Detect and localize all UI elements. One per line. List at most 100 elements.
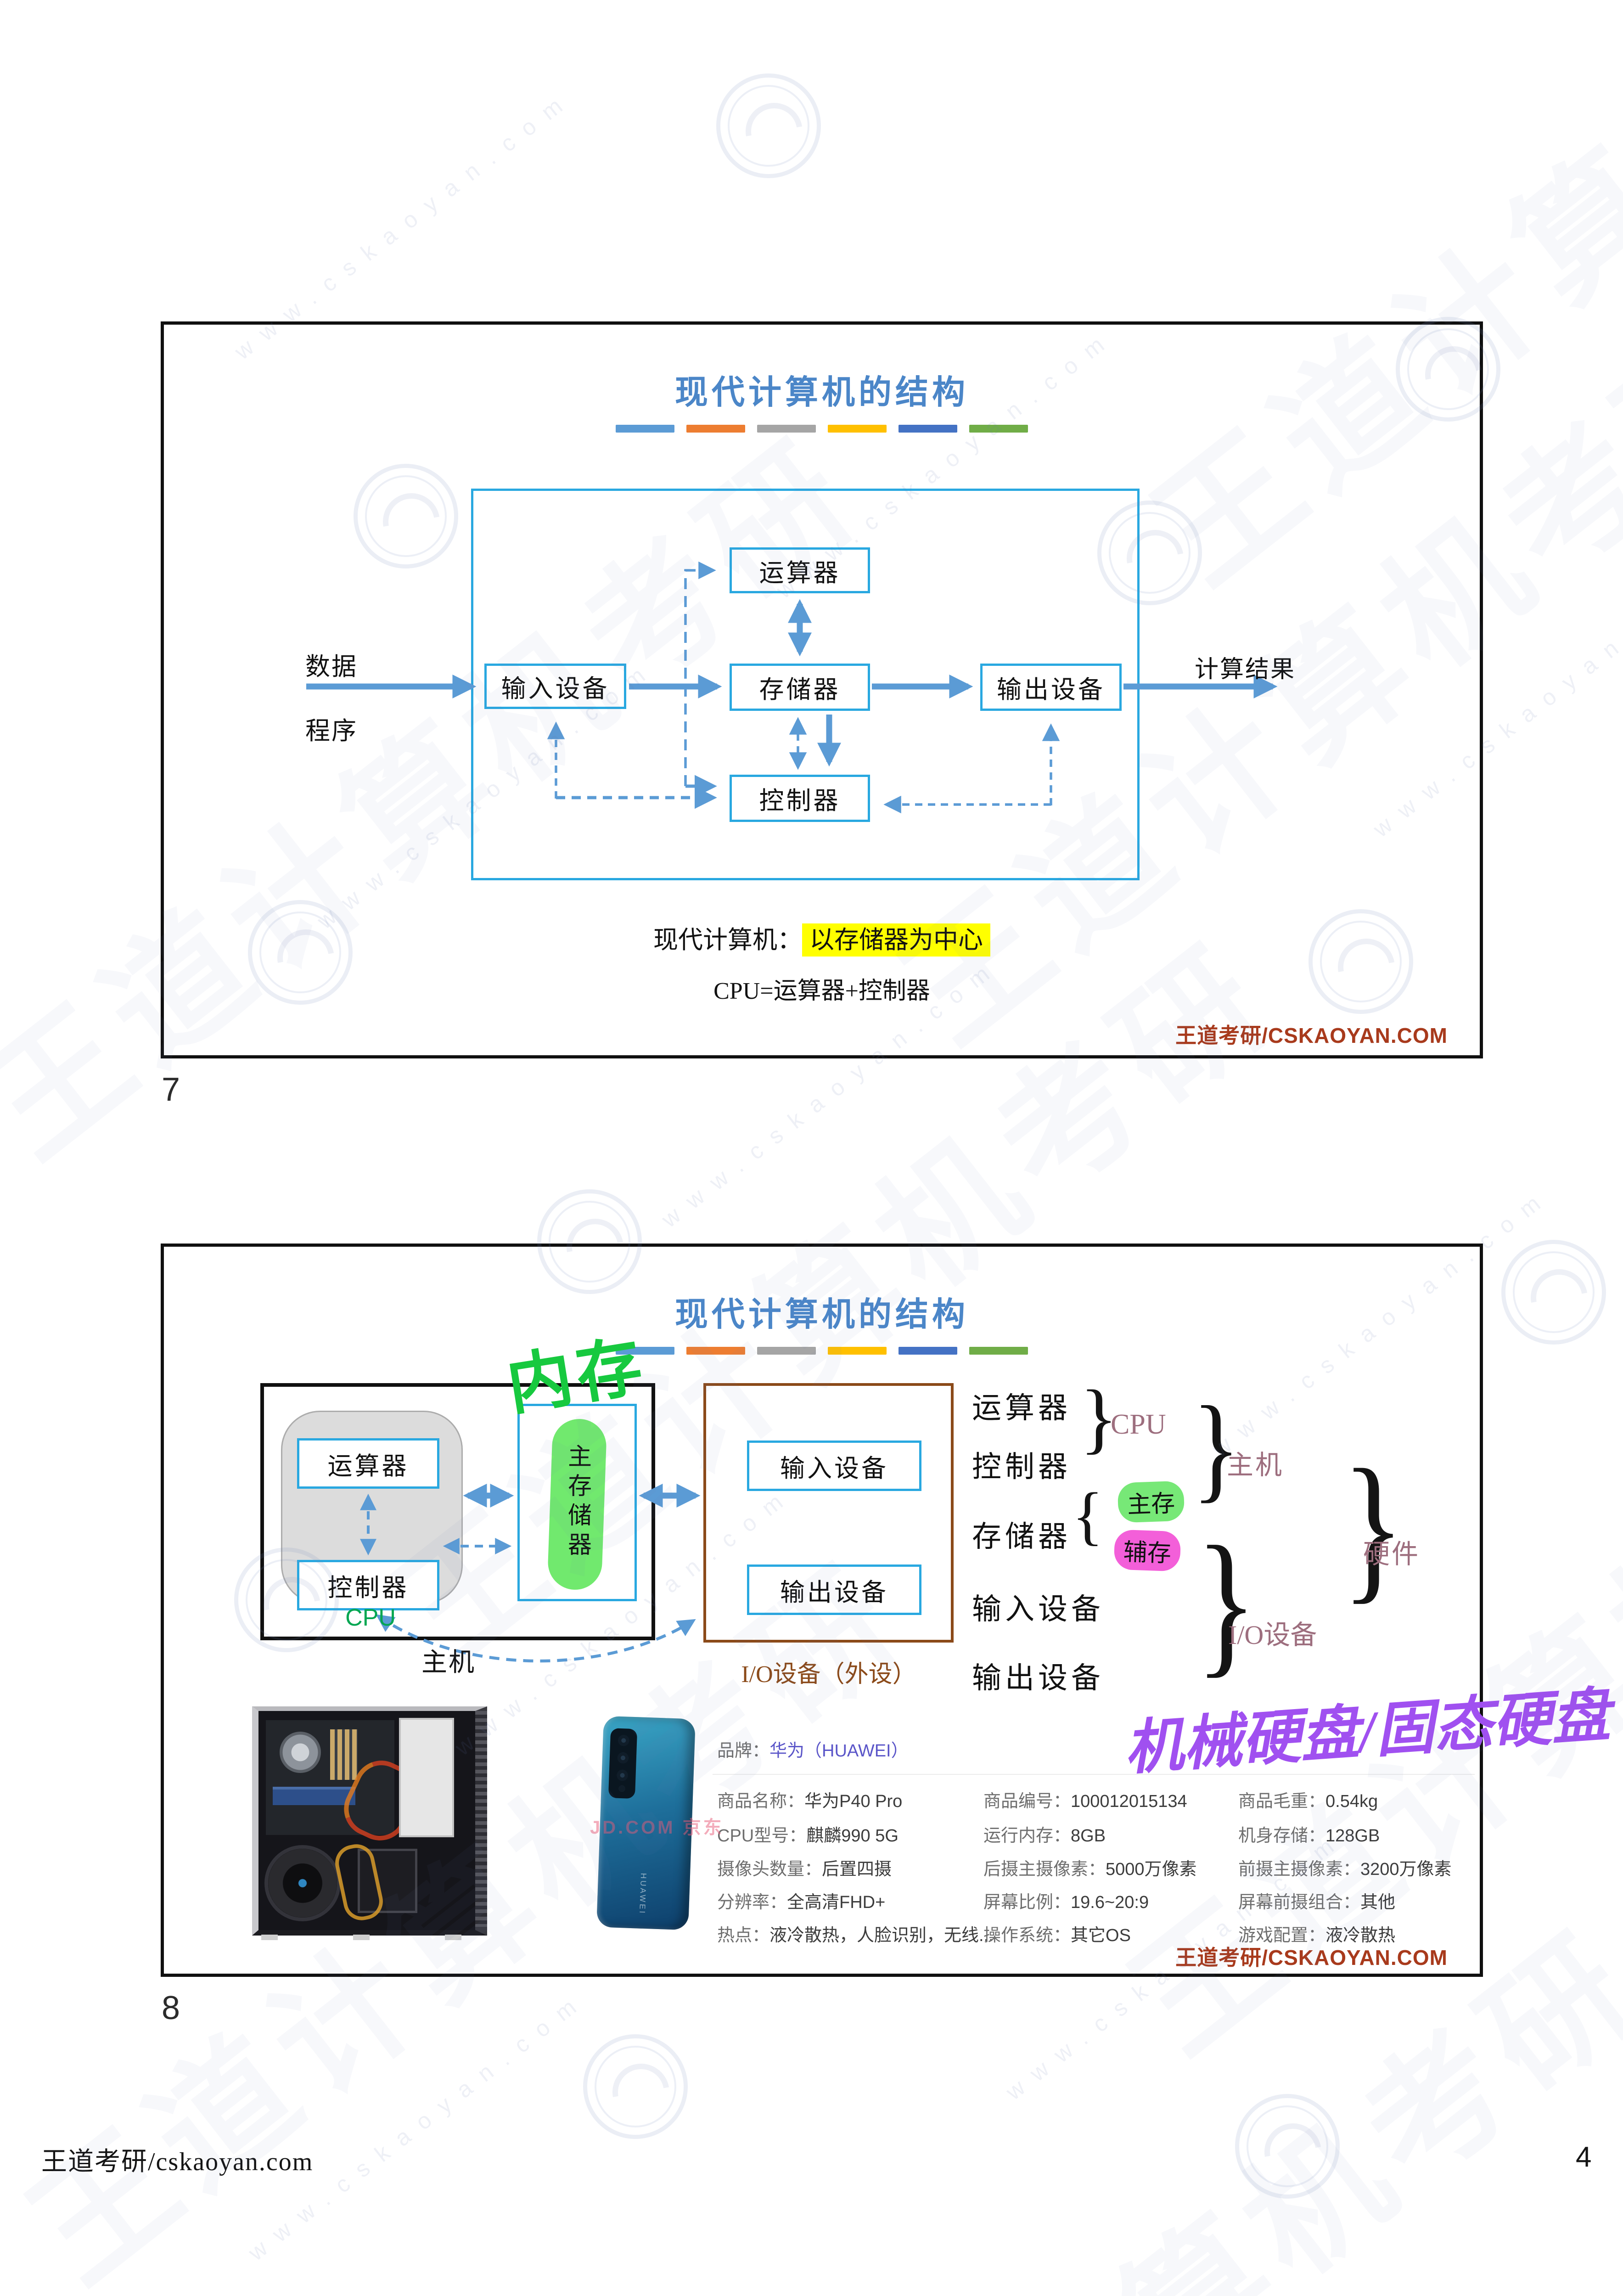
watermark-seal (716, 73, 821, 178)
tower-cpu-cooler (280, 1732, 321, 1773)
box-input-device: 输入设备 (747, 1441, 921, 1491)
brace-cpu: } (1080, 1374, 1118, 1462)
box-output-label: 输出设备 (780, 1578, 888, 1606)
label-result: 计算结果 (1194, 657, 1296, 683)
spec-cell: 后摄主摄像素：5000万像素 (983, 1860, 1197, 1879)
box-control-unit: 控制器 (297, 1560, 439, 1610)
watermark-url: www.cskaoyan.com (243, 1986, 592, 2266)
bar-orange (686, 1347, 745, 1355)
spec-cell: 商品名称：华为P40 Pro (717, 1792, 903, 1811)
io-boundary-box (703, 1383, 954, 1643)
cpu-formula: CPU=运算器+控制器 (713, 978, 930, 1004)
spec-cell: 摄像头数量：后置四摄 (717, 1860, 892, 1879)
box-control-unit: 控制器 (730, 775, 870, 822)
spec-cell: 热点：液冷散热，人脸识别，无线... (717, 1926, 994, 1945)
bar-gray (757, 425, 816, 433)
arrow-cu-io-curved-dashed (376, 1614, 696, 1663)
hier-cpu-label: CPU (1111, 1409, 1166, 1440)
bar-yellow (828, 1347, 887, 1355)
tower-gpu (273, 1787, 355, 1805)
slide-8: 现代计算机的结构 内存 运算器 控制器 主存储器 输入设备 输出设备 (161, 1244, 1612, 1977)
jd-watermark: JD.COM 京东 (590, 1818, 724, 1838)
hier-output: 输出设备 (972, 1662, 1104, 1694)
hier-cu: 控制器 (972, 1451, 1071, 1483)
box-alu-label: 运算器 (759, 559, 841, 587)
slide-brand: 王道考研/CSKAOYAN.COM (1175, 1024, 1448, 1047)
tower-psu (358, 1849, 417, 1913)
spec-cell: 屏幕前摄组合：其他 (1238, 1893, 1396, 1912)
bar-blue (616, 1347, 674, 1355)
box-input-label: 输入设备 (780, 1454, 888, 1482)
slide7-arrows (306, 561, 1278, 814)
bar-blue (616, 425, 674, 433)
spec-cell: CPU型号：麒麟990 5G (717, 1826, 899, 1846)
bar-orange (686, 425, 745, 433)
io-label: I/O设备（外设） (741, 1661, 916, 1688)
hier-input: 输入设备 (972, 1593, 1104, 1626)
hier-main-memory: 主存 (1117, 1480, 1185, 1523)
box-output-label: 输出设备 (997, 676, 1105, 703)
spec-cell: 商品毛重：0.54kg (1238, 1792, 1378, 1811)
label-program: 程序 (305, 717, 358, 745)
phone-camera-module (608, 1728, 638, 1799)
brand-label: 品牌： (717, 1741, 770, 1761)
box-cu-label: 控制器 (759, 787, 841, 815)
brace-io: } (1195, 1513, 1258, 1691)
footer-page-number: 4 (1576, 2141, 1592, 2173)
hier-alu: 运算器 (972, 1392, 1071, 1424)
spec-divider (713, 1774, 1475, 1775)
brace-host: } (1192, 1382, 1241, 1513)
title-underline-bars (616, 425, 1028, 433)
product-brand-row: 品牌：华为（HUAWEI） (717, 1736, 909, 1761)
slide8-title: 现代计算机的结构 (674, 1296, 969, 1333)
spec-cell: 运行内存：8GB (983, 1826, 1106, 1846)
computer-tower-photo (252, 1706, 487, 1940)
bar-darkblue (899, 1347, 957, 1355)
box-memory-label: 存储器 (759, 676, 841, 703)
watermark-seal (1501, 1240, 1606, 1345)
phone-brand-text: HUAWEI (638, 1873, 648, 1915)
cpu-group-label: CPU (345, 1604, 396, 1631)
bar-green (969, 1347, 1028, 1355)
box-alu: 运算器 (730, 547, 870, 593)
box-memory: 存储器 (730, 664, 870, 711)
box-alu: 运算器 (297, 1438, 439, 1489)
slide8-page-number: 8 (162, 1990, 180, 2026)
tower-vent (475, 1711, 487, 1927)
spec-cell: 分辨率：全高清FHD+ (717, 1893, 886, 1912)
spec-cell: 前摄主摄像素：3200万像素 (1238, 1860, 1452, 1879)
watermark-seal (1235, 2094, 1340, 2199)
spec-cell: 操作系统：其它OS (983, 1926, 1131, 1945)
box-input-device: 输入设备 (484, 664, 626, 709)
title-underline-bars (616, 1347, 1028, 1355)
label-data: 数据 (305, 653, 358, 681)
box-main-memory: 主存储器 (517, 1404, 637, 1601)
brace-memory: { (1072, 1479, 1104, 1552)
hier-memory: 存储器 (972, 1520, 1071, 1553)
bar-green (969, 425, 1028, 433)
spec-cell: 机身存储：128GB (1238, 1826, 1380, 1846)
slide-brand: 王道考研/CSKAOYAN.COM (1175, 1946, 1448, 1970)
spec-cell: 商品编号：100012015134 (983, 1792, 1187, 1811)
hier-host-label: 主机 (1227, 1450, 1284, 1480)
box-output-device: 输出设备 (980, 664, 1122, 711)
slide7-page-number: 7 (162, 1071, 180, 1108)
hier-hardware-label: 硬件 (1363, 1539, 1421, 1569)
spec-cell: 游戏配置：液冷散热 (1238, 1926, 1396, 1945)
hier-aux-memory: 辅存 (1113, 1529, 1181, 1572)
note-prefix: 现代计算机： (653, 926, 802, 954)
tower-ram (330, 1729, 358, 1780)
box-alu-label: 运算器 (327, 1452, 409, 1480)
host-boundary-box (260, 1383, 655, 1640)
control-line-to-alu (684, 561, 716, 786)
note-line: 现代计算机：以存储器为中心 (164, 919, 1480, 957)
brand-value: 华为（HUAWEI） (769, 1741, 909, 1761)
box-cu-label: 控制器 (327, 1574, 409, 1602)
bar-darkblue (899, 425, 957, 433)
slide7-title: 现代计算机的结构 (674, 374, 969, 411)
note-highlight: 以存储器为中心 (802, 923, 990, 957)
host-label: 主机 (421, 1649, 476, 1677)
watermark-seal (583, 2034, 688, 2139)
hier-io-label: I/O设备 (1228, 1620, 1317, 1650)
